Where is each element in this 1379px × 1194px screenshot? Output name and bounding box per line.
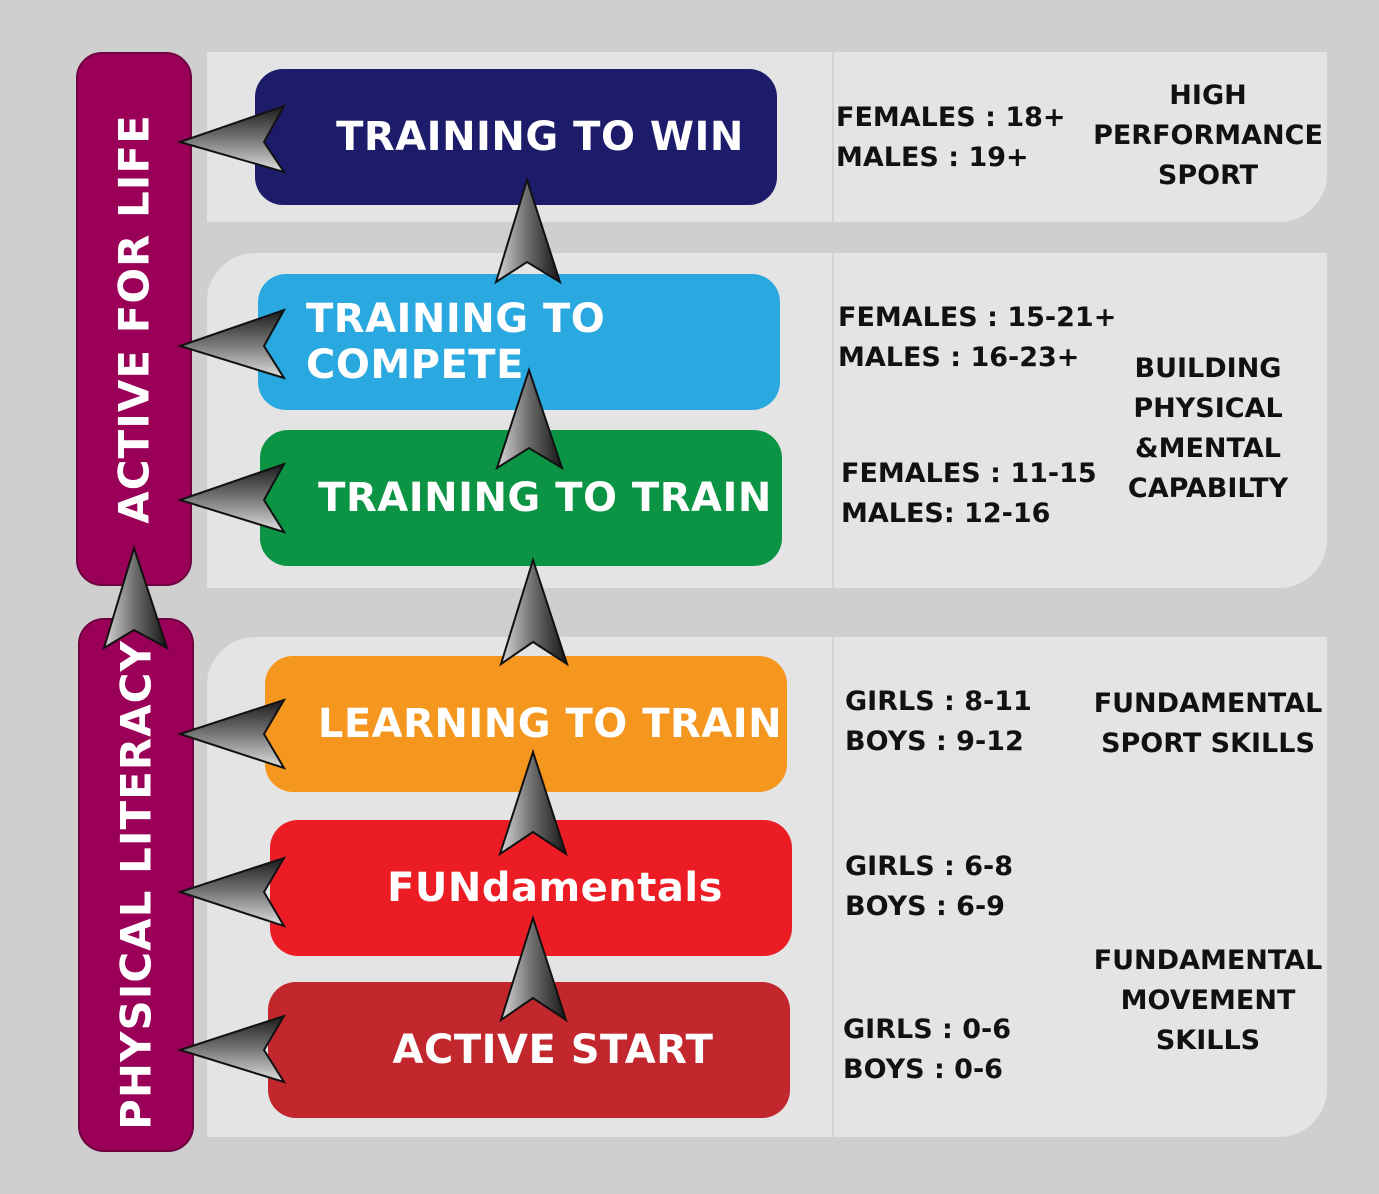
age-male: MALES : 16-23+ (838, 342, 1080, 373)
stage-training-to-train: TRAINING TO TRAIN (260, 430, 782, 566)
stage-label: ACTIVE START (392, 1027, 714, 1073)
category-line: PHYSICAL (1133, 393, 1283, 424)
age-boys: BOYS : 9-12 (845, 726, 1024, 757)
category-line: &MENTAL (1135, 433, 1281, 464)
physical-literacy-label: PHYSICAL LITERACY (111, 640, 161, 1130)
stage-training-to-win: TRAINING TO WIN (255, 69, 777, 205)
category-line: FUNDAMENTAL (1093, 945, 1323, 976)
age-female: FEMALES : 18+ (836, 102, 1066, 133)
stage-active-start: ACTIVE START (268, 982, 790, 1118)
category-line: PERFORMANCE (1093, 120, 1323, 151)
age-boys: BOYS : 0-6 (843, 1054, 1003, 1085)
panel-divider (832, 52, 834, 222)
category-building-capability: BUILDING PHYSICAL &MENTAL CAPABILTY (1078, 349, 1338, 509)
active-for-life-label: ACTIVE FOR LIFE (109, 114, 159, 524)
category-line: CAPABILTY (1127, 473, 1289, 504)
stage-label: LEARNING TO TRAIN (317, 701, 783, 747)
category-fundamental-sport-skills: FUNDAMENTAL SPORT SKILLS (1078, 684, 1338, 764)
age-range-learning-to-train: GIRLS : 8-11 BOYS : 9-12 (845, 682, 1032, 762)
category-high-performance: HIGH PERFORMANCE SPORT (1078, 76, 1338, 196)
category-line: HIGH (1169, 80, 1247, 111)
category-line: FUNDAMENTAL (1093, 688, 1323, 719)
stage-label: FUNdamentals (387, 865, 723, 911)
physical-literacy-bar: PHYSICAL LITERACY (78, 618, 194, 1152)
age-range-fundamentals: GIRLS : 6-8 BOYS : 6-9 (845, 847, 1013, 927)
age-range-active-start: GIRLS : 0-6 BOYS : 0-6 (843, 1010, 1011, 1090)
stage-training-to-compete: TRAINING TO COMPETE (258, 274, 780, 410)
age-female: FEMALES : 11-15 (841, 458, 1097, 489)
category-line: SPORT (1157, 160, 1259, 191)
category-line: SKILLS (1155, 1025, 1261, 1056)
panel-divider (832, 637, 834, 1137)
category-line: SPORT SKILLS (1101, 728, 1315, 759)
stage-learning-to-train: LEARNING TO TRAIN (265, 656, 787, 792)
category-line: BUILDING (1134, 353, 1282, 384)
category-line: MOVEMENT (1120, 985, 1296, 1016)
stage-label: TRAINING TO TRAIN (318, 475, 772, 521)
stage-fundamentals: FUNdamentals (270, 820, 792, 956)
age-girls: GIRLS : 8-11 (845, 686, 1032, 717)
category-fundamental-movement-skills: FUNDAMENTAL MOVEMENT SKILLS (1078, 941, 1338, 1061)
stage-label: TRAINING TO WIN (336, 114, 744, 160)
age-boys: BOYS : 6-9 (845, 891, 1005, 922)
age-male: MALES: 12-16 (841, 498, 1051, 529)
age-range-training-to-train: FEMALES : 11-15 MALES: 12-16 (841, 454, 1097, 534)
age-girls: GIRLS : 6-8 (845, 851, 1014, 882)
age-range-training-to-win: FEMALES : 18+ MALES : 19+ (836, 98, 1066, 178)
age-male: MALES : 19+ (836, 142, 1029, 173)
age-female: FEMALES : 15-21+ (838, 302, 1117, 333)
age-range-training-to-compete: FEMALES : 15-21+ MALES : 16-23+ (838, 298, 1116, 378)
age-girls: GIRLS : 0-6 (843, 1014, 1012, 1045)
stage-label: TRAINING TO COMPETE (306, 296, 606, 388)
panel-divider (832, 253, 834, 588)
active-for-life-bar: ACTIVE FOR LIFE (76, 52, 192, 586)
